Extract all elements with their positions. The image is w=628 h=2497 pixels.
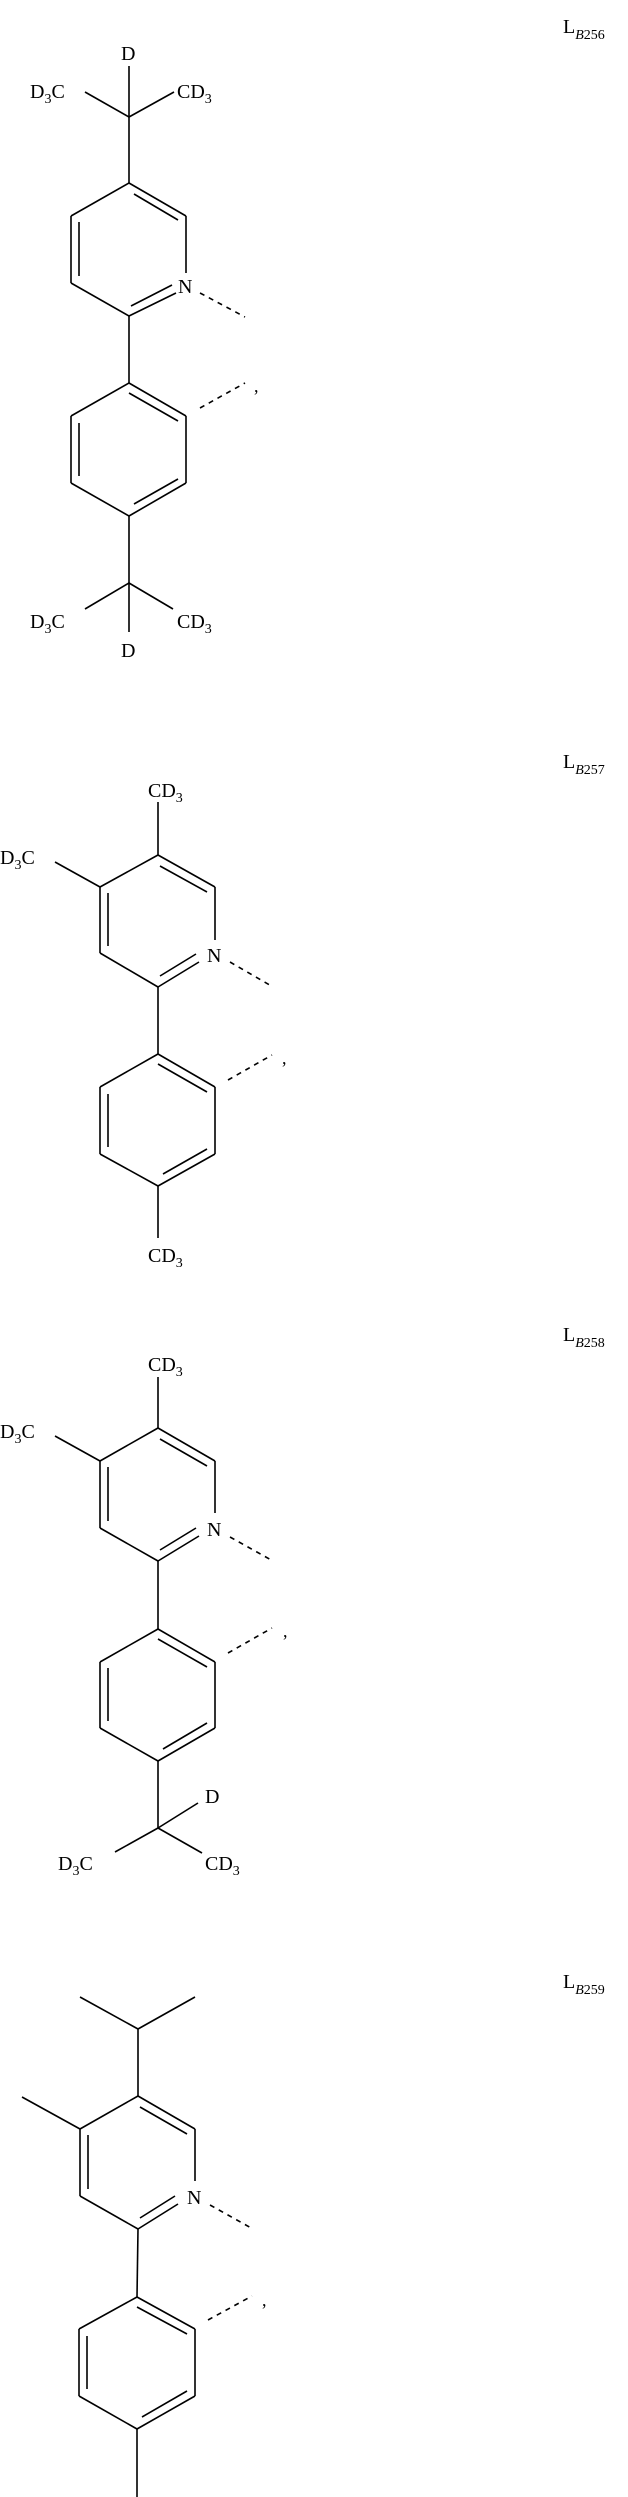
atom-cd3-bottom: CD3 — [148, 1245, 183, 1271]
comma-mark: , — [282, 1048, 287, 1068]
benzene-ring: , — [99, 1048, 287, 1187]
comma-mark: , — [254, 376, 259, 396]
ligand-label-lb259: LB259 — [563, 1971, 605, 1998]
coordination-bond-n — [209, 2204, 254, 2230]
coordination-bond-n — [229, 1536, 274, 1562]
ligand-label-lb257: LB257 — [563, 751, 605, 778]
methyl-group — [21, 2096, 81, 2130]
ligand-label-lb256: LB256 — [563, 16, 605, 43]
ligand-lb258: LB258 CD3 D3C N — [0, 1324, 605, 1879]
benzene-ring: , — [70, 376, 259, 517]
comma-mark: , — [262, 2290, 267, 2310]
deuterated-isopropyl-bottom: D3C CD3 D — [30, 516, 212, 662]
coordination-bond-c — [207, 2295, 253, 2321]
atom-cd3-left: D3C — [30, 81, 65, 107]
atom-cd3-right: CD3 — [205, 1853, 240, 1879]
atom-n: N — [187, 2187, 201, 2209]
coordination-bond-n — [199, 292, 246, 318]
atom-cd3-left: D3C — [0, 847, 35, 873]
coordination-bond-n — [229, 961, 274, 988]
atom-cd3-top: CD3 — [148, 1354, 183, 1380]
atom-cd3-left: D3C — [58, 1853, 93, 1879]
ligand-lb256: LB256 D D3C CD3 N — [30, 16, 605, 662]
atom-cd3-right: CD3 — [177, 611, 212, 637]
atom-n: N — [178, 276, 192, 298]
benzene-ring: , — [99, 1621, 288, 1762]
deuterated-isopropyl-top: D D3C CD3 — [30, 43, 212, 183]
benzene-ring: , — [78, 2290, 267, 2430]
pyridine-ring: N — [99, 1427, 274, 1562]
pyridine-ring: N — [99, 854, 274, 988]
atom-cd3-left: D3C — [0, 1421, 35, 1447]
coordination-bond-c — [199, 382, 246, 409]
atom-n: N — [207, 945, 221, 967]
deuterated-isopropyl-bottom: D D3C CD3 — [58, 1761, 240, 1879]
pyridine-ring: N — [70, 182, 246, 318]
coordination-bond-c — [227, 1627, 273, 1654]
atom-d: D — [121, 43, 135, 65]
atom-d: D — [121, 640, 135, 662]
atom-cd3-left: D3C — [30, 611, 65, 637]
isopropyl-group — [79, 1996, 196, 2096]
coordination-bond-c — [227, 1054, 273, 1081]
atom-d: D — [205, 1786, 219, 1808]
atom-cd3-top: CD3 — [148, 780, 183, 806]
atom-cd3-right: CD3 — [177, 81, 212, 107]
ligand-label-lb258: LB258 — [563, 1324, 605, 1351]
atom-n: N — [207, 1519, 221, 1541]
pyridine-ring: N — [79, 2095, 254, 2230]
comma-mark: , — [283, 1621, 288, 1641]
ligand-lb259: LB259 N — [21, 1971, 605, 2497]
ligand-lb257: LB257 CD3 D3C N — [0, 751, 605, 1271]
